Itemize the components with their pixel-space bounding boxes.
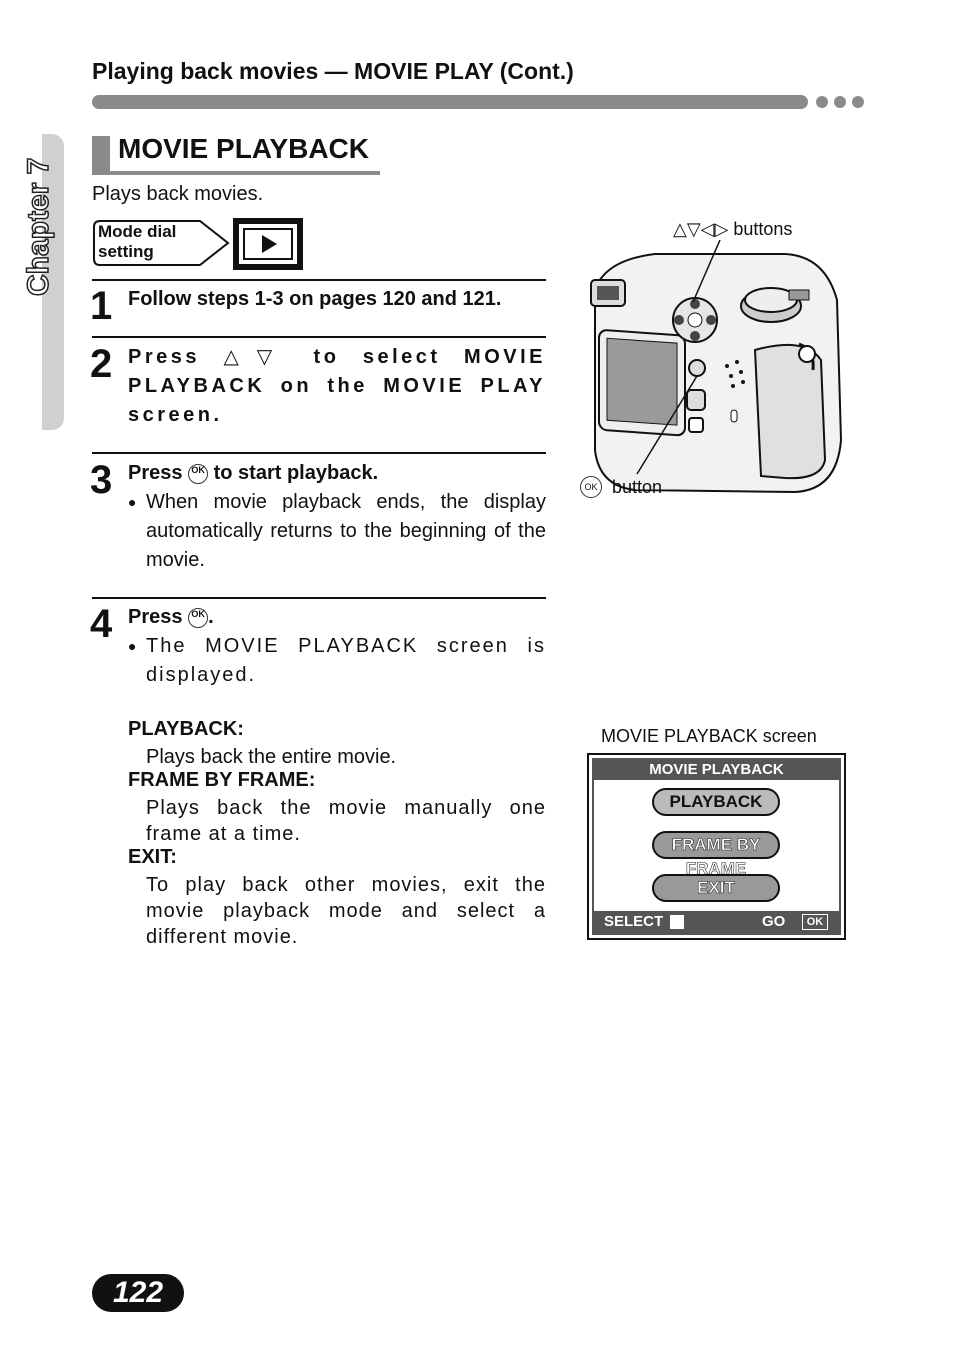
step-2-text-b: to select MOVIE PLAYBACK on the MOVIE PL… — [128, 346, 547, 426]
step-divider — [92, 597, 546, 599]
ok-button-caption: button — [612, 477, 663, 497]
page-number: 122 — [92, 1274, 184, 1312]
step-divider — [92, 279, 546, 281]
step-4-text-a: Press — [128, 606, 183, 628]
ok-button-icon: OK — [188, 607, 209, 628]
step-divider — [92, 336, 546, 338]
header-bar — [92, 95, 808, 109]
arrow-buttons-caption: △▽◁▷ buttons — [673, 219, 793, 239]
screen-caption: MOVIE PLAYBACK screen — [601, 726, 817, 746]
option-def: To play back other movies, exit the movi… — [146, 874, 546, 948]
ok-button-icon: OK — [188, 463, 209, 484]
step-3-text-b: to start playback. — [213, 462, 379, 484]
bullet-icon: ● — [128, 638, 137, 654]
chapter-label: Chapter 7 — [21, 157, 56, 297]
section-marker — [92, 136, 110, 174]
option-term: PLAYBACK: — [128, 718, 244, 740]
screen-footer: SELECT GO OK — [594, 911, 839, 933]
step-number: 2 — [90, 342, 113, 386]
menu-option-frame-by-frame[interactable]: FRAME BY FRAME — [652, 831, 780, 878]
step-4-text-b: . — [208, 606, 214, 628]
section-intro: Plays back movies. — [92, 183, 264, 205]
step-number: 1 — [90, 284, 113, 328]
option-def: Plays back the movie manually one frame … — [146, 797, 546, 845]
step-3-text-a: Press — [128, 462, 183, 484]
playback-mode-icon — [233, 218, 303, 270]
mode-dial-label: Mode dial setting — [92, 219, 230, 267]
step-number: 4 — [90, 602, 113, 646]
step-divider — [92, 452, 546, 454]
menu-option-playback[interactable]: PLAYBACK — [652, 788, 780, 816]
menu-option-exit[interactable]: EXIT — [652, 874, 780, 902]
movie-playback-screen: MOVIE PLAYBACK PLAYBACK FRAME BY FRAME E… — [587, 753, 846, 940]
section-underline — [92, 171, 380, 175]
screen-title: MOVIE PLAYBACK — [594, 760, 839, 780]
mode-dial-label-line1: Mode dial — [98, 222, 177, 241]
step-2-text-a: Press — [128, 346, 200, 368]
step-4-bullet: The MOVIE PLAYBACK screen is displayed. — [146, 635, 546, 686]
select-label: SELECT — [604, 913, 664, 930]
chapter-tab — [42, 134, 64, 430]
header-dot — [834, 96, 846, 108]
option-term: EXIT: — [128, 846, 177, 868]
option-term: FRAME BY FRAME: — [128, 769, 316, 791]
section-title: MOVIE PLAYBACK — [118, 133, 370, 164]
option-def: Plays back the entire movie. — [146, 746, 397, 768]
bullet-icon: ● — [128, 494, 137, 510]
step-3-note: ● When movie playback ends, the display … — [128, 488, 546, 575]
select-arrows-icon — [670, 915, 684, 929]
step-number: 3 — [90, 458, 113, 502]
step-2-text: Press △▽ to select MOVIE PLAYBACK on the… — [128, 343, 546, 430]
chapter-label-wrap: Chapter 7 — [18, 150, 62, 300]
step-4-text: Press OK. — [128, 603, 546, 632]
go-label: GO — [762, 913, 786, 930]
up-down-arrows-icon: △▽ — [223, 346, 291, 368]
step-3-text: Press OK to start playback. — [128, 459, 546, 488]
mode-dial-label-line2: setting — [98, 242, 154, 261]
step-3-bullet: When movie playback ends, the display au… — [146, 491, 546, 571]
ok-button-icon: OK — [580, 476, 602, 498]
ok-icon: OK — [802, 914, 828, 930]
header-dot — [852, 96, 864, 108]
page-header-title: Playing back movies — MOVIE PLAY (Cont.) — [92, 58, 574, 84]
step-4-note: ● The MOVIE PLAYBACK screen is displayed… — [128, 632, 546, 690]
step-1-text: Follow steps 1-3 on pages 120 and 121. — [128, 288, 502, 310]
header-dot — [816, 96, 828, 108]
camera-illustration — [590, 240, 843, 494]
